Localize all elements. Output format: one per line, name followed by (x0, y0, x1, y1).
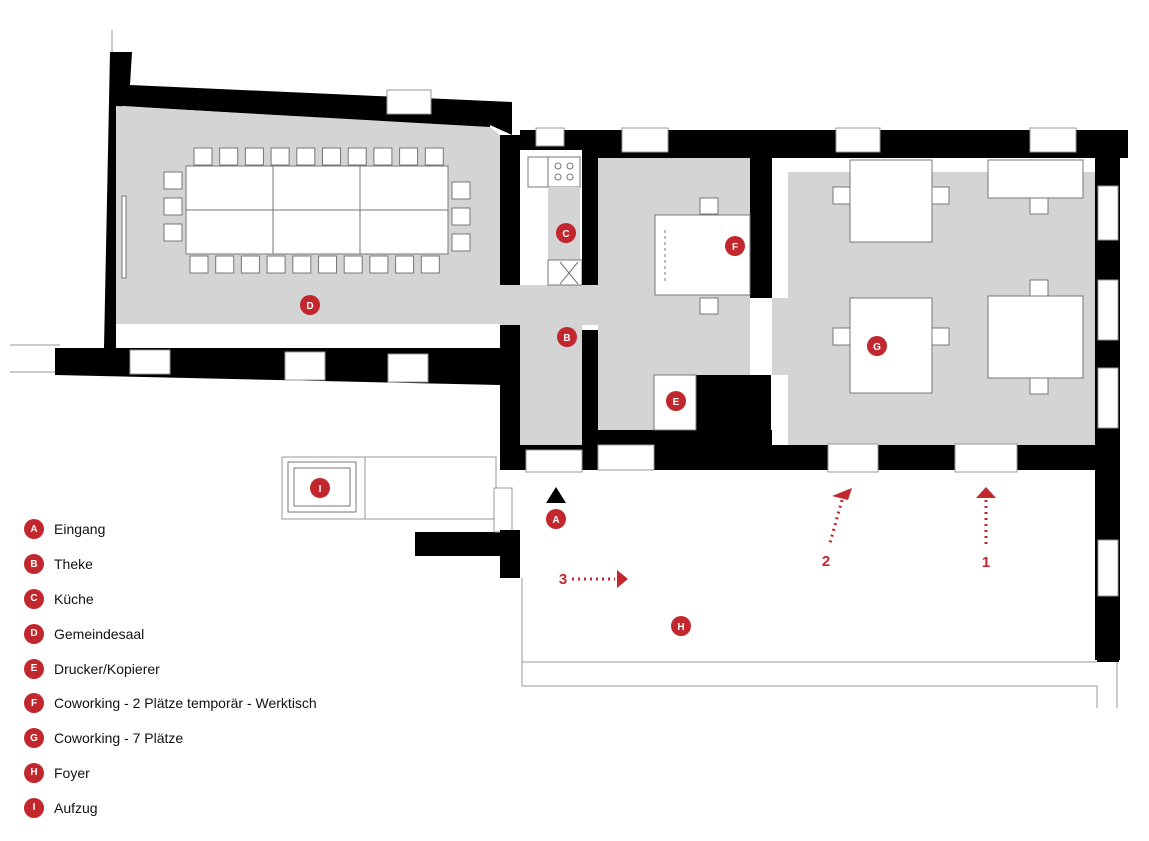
legend-badge: B (24, 554, 44, 575)
chair (163, 197, 183, 216)
marker-h: H (671, 616, 691, 636)
conference-table (185, 165, 449, 255)
marker-i: I (310, 478, 330, 498)
chair (219, 147, 239, 166)
legend-item-theke: B Theke (24, 547, 317, 582)
legend-badge: F (24, 693, 44, 714)
marker-b: B (557, 327, 577, 347)
legend-item-coworking-werktisch: F Coworking - 2 Plätze temporär - Werktis… (24, 686, 317, 721)
entrance-label-1: 1 (982, 554, 990, 571)
room-markers: A B C D E F G H I (300, 223, 887, 636)
hall-chairs (163, 147, 471, 274)
svg-text:C: C (562, 229, 569, 240)
marker-e: E (666, 391, 686, 411)
chair (451, 181, 471, 200)
legend-item-eingang: A Eingang (24, 512, 317, 547)
legend-label: Coworking - 7 Plätze (54, 730, 184, 747)
chair (189, 255, 209, 274)
room-f-furniture (654, 197, 751, 315)
chair (395, 255, 415, 274)
marker-g: G (867, 336, 887, 356)
entrance-arrows (546, 487, 996, 588)
svg-text:A: A (552, 515, 559, 526)
entrance-label-2: 2 (822, 553, 830, 570)
legend-label: Coworking - 2 Plätze temporär - Werktisc… (54, 695, 317, 712)
legend-label: Eingang (54, 521, 106, 538)
legend-label: Aufzug (54, 799, 98, 816)
marker-c: C (556, 223, 576, 243)
legend-badge: C (24, 588, 44, 609)
legend-item-coworking-7: G Coworking - 7 Plätze (24, 721, 317, 756)
svg-text:B: B (563, 333, 570, 344)
room-g-furniture (832, 159, 1084, 395)
legend-item-drucker: E Drucker/Kopierer (24, 651, 317, 686)
marker-f: F (725, 236, 745, 256)
foyer (415, 487, 1119, 663)
chair (244, 147, 264, 166)
legend-badge: E (24, 658, 44, 679)
entrance-3-arrow-icon (617, 570, 628, 588)
chair (318, 255, 337, 274)
legend-item-gemeindesaal: D Gemeindesaal (24, 616, 317, 651)
center-windows (525, 127, 583, 473)
legend-item-kueche: C Küche (24, 582, 317, 617)
entrance-label-3: 3 (559, 571, 567, 588)
entrance-a-arrow-icon (546, 487, 566, 503)
svg-text:E: E (673, 397, 680, 408)
legend-label: Theke (54, 556, 93, 573)
legend-label: Foyer (54, 764, 90, 781)
svg-text:H: H (677, 622, 684, 633)
chair (163, 223, 183, 242)
chair (343, 255, 363, 274)
svg-text:D: D (306, 301, 313, 312)
legend-label: Drucker/Kopierer (54, 660, 160, 677)
hall-windows (129, 89, 432, 383)
entrance-2-arrow-icon (832, 488, 852, 500)
chair (451, 207, 471, 226)
marker-d: D (300, 295, 320, 315)
legend-item-aufzug: I Aufzug (24, 790, 317, 825)
chair (322, 147, 341, 166)
chair (424, 147, 444, 166)
exterior-lines (10, 30, 1118, 708)
entrance-1-arrow-icon (976, 487, 996, 498)
room-g (772, 130, 1120, 660)
chair (292, 255, 312, 274)
marker-a: A (546, 509, 566, 529)
room-g-windows (621, 127, 1119, 597)
chair (240, 255, 260, 274)
chair (451, 233, 471, 252)
chair (215, 255, 235, 274)
center-block (500, 130, 600, 470)
chair (163, 171, 183, 190)
chair (373, 147, 393, 166)
chair (193, 147, 213, 166)
legend-badge: I (24, 797, 44, 818)
legend-badge: H (24, 762, 44, 783)
chair (296, 147, 316, 166)
chair (270, 147, 290, 166)
legend-badge: D (24, 623, 44, 644)
legend-label: Gemeindesaal (54, 625, 145, 642)
chair (420, 255, 440, 274)
legend: A Eingang B Theke C Küche D Gemeindesaal E Dr… (24, 512, 317, 825)
chair (399, 147, 419, 166)
chair (369, 255, 389, 274)
svg-text:G: G (873, 342, 881, 353)
legend-item-foyer: H Foyer (24, 756, 317, 791)
svg-text:I: I (319, 484, 322, 495)
chair (266, 255, 286, 274)
svg-text:F: F (732, 242, 738, 253)
legend-badge: G (24, 728, 44, 749)
legend-badge: A (24, 519, 44, 540)
legend-label: Küche (54, 590, 94, 607)
hall-wall-panel (121, 195, 127, 279)
chair (347, 147, 367, 166)
